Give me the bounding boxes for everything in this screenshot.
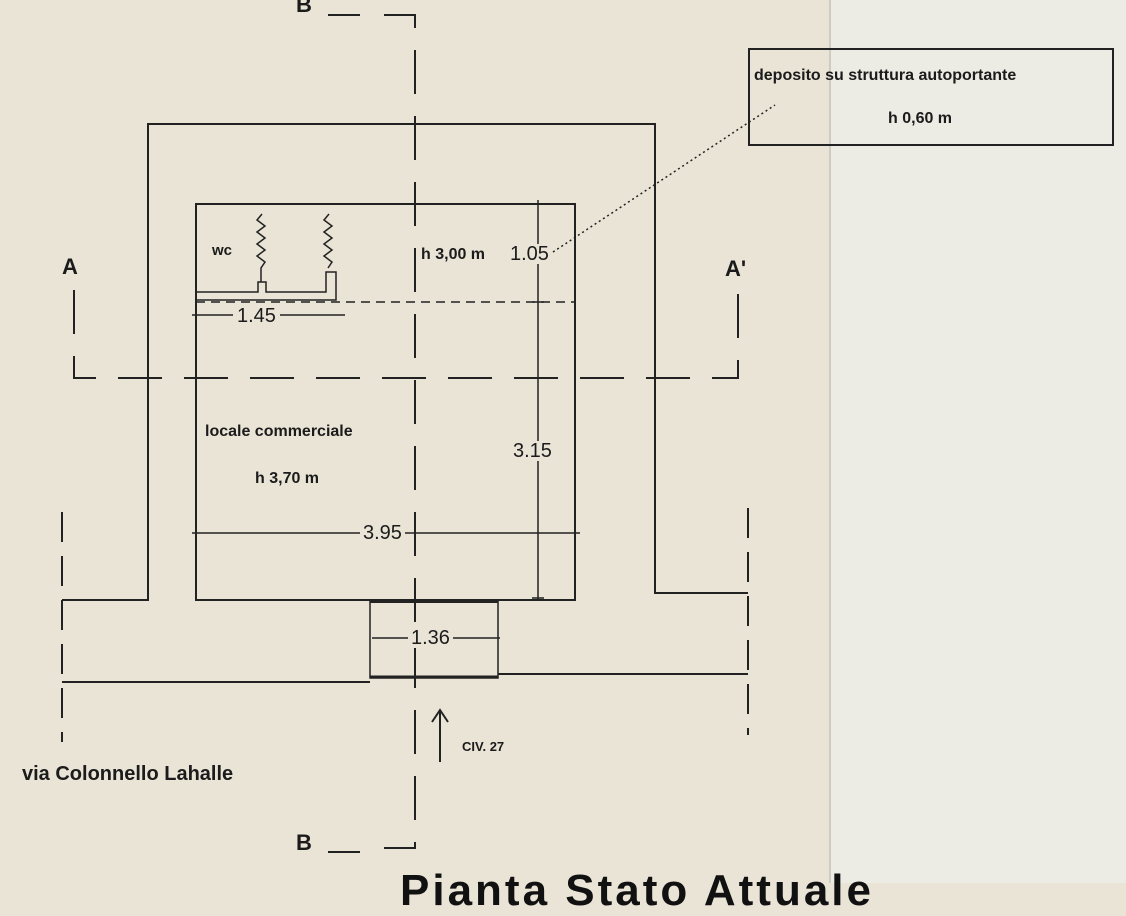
wc-partition <box>195 271 337 301</box>
mezzanine-height-label: h 3,00 m <box>421 246 486 263</box>
wc-zigzag-left <box>255 213 267 282</box>
civic-number: CIV. 27 <box>462 739 505 754</box>
section-a-prime-label: A' <box>725 256 747 281</box>
note-leader-dotted <box>552 104 776 253</box>
wc-zigzag-right <box>322 213 334 269</box>
section-b-bottom-label: B <box>296 830 312 855</box>
section-line-a <box>73 290 739 379</box>
outer-wall-left <box>62 123 748 601</box>
section-a-label: A <box>62 254 78 279</box>
commercial-room-name: locale commerciale <box>205 423 353 440</box>
paper-right-panel <box>830 0 1126 883</box>
dim-door-width: 1.36 <box>408 628 453 648</box>
storage-note-box <box>748 48 1114 146</box>
commercial-room-height: h 3,70 m <box>255 470 320 487</box>
street-name: via Colonnello Lahalle <box>22 763 234 785</box>
storage-note-line2: h 0,60 m <box>888 110 953 127</box>
storage-note-line1: deposito su struttura autoportante <box>754 67 1017 84</box>
floor-plan-drawing <box>61 14 776 853</box>
dim-depth-upper: 1.05 <box>510 243 549 265</box>
dim-wc-width: 1.45 <box>233 306 280 326</box>
dim-room-width: 3.95 <box>360 523 405 543</box>
dim-depth-total: 3.15 <box>513 440 552 462</box>
section-b-top-label: B <box>296 0 312 17</box>
wc-label: wc <box>212 242 233 259</box>
paper-fold-line <box>829 0 831 883</box>
section-line-b <box>384 14 416 849</box>
drawing-title-cropped: Pianta Stato Attuale <box>400 866 874 915</box>
entrance-arrow-head <box>431 708 449 723</box>
